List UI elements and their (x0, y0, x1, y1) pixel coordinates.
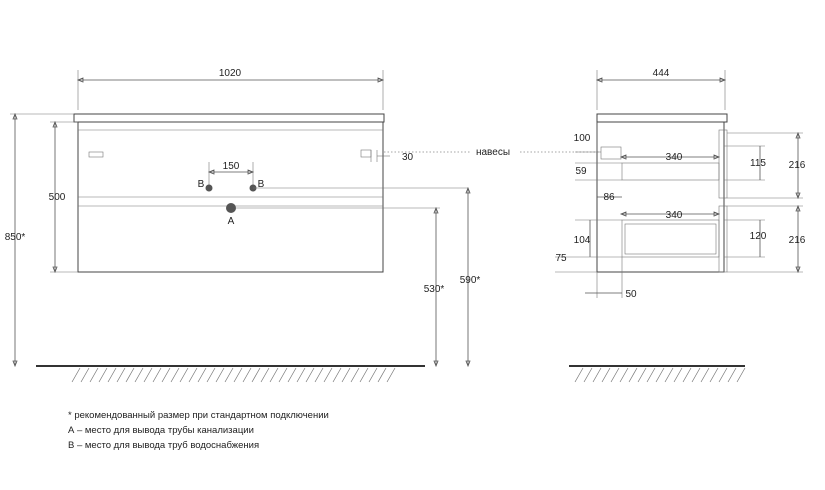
label-b-left: B (198, 179, 205, 190)
dim-115: 115 (750, 158, 766, 169)
hangers-label: навесы (476, 147, 510, 158)
dim-59: 59 (575, 166, 587, 177)
dim-50: 50 (625, 289, 637, 300)
dim-104: 104 (574, 235, 591, 246)
dim-86: 86 (603, 192, 615, 203)
dim-120: 120 (750, 231, 767, 242)
label-a: A (228, 216, 235, 227)
floor-hatch-front (71, 367, 396, 383)
dim-hanger-30: 30 (402, 152, 414, 163)
drain-outlet (226, 203, 236, 213)
floor-hatch-side (574, 367, 746, 383)
dim-width-1020: 1020 (219, 68, 242, 79)
dim-216-top: 216 (789, 160, 806, 171)
hanger-left (88, 151, 104, 158)
dim-75: 75 (555, 253, 567, 264)
note-water-b: В – место для вывода труб водоснабжения (68, 440, 259, 451)
dim-body-height-500: 500 (49, 192, 66, 203)
note-recommended: * рекомендованный размер при стандартном… (68, 410, 329, 421)
side-hanger (600, 146, 622, 160)
front-countertop (73, 113, 385, 123)
dim-pipe-spacing-150: 150 (223, 161, 240, 172)
dim-depth-444: 444 (653, 68, 670, 79)
dim-340-top: 340 (666, 152, 683, 163)
dim-100: 100 (574, 133, 591, 144)
side-view: 444 навесы 100 340 115 59 (384, 68, 806, 383)
dim-water-height-590: 590* (460, 275, 481, 286)
dim-340-bottom: 340 (666, 210, 683, 221)
dim-total-height-850: 850* (5, 232, 26, 243)
side-countertop (596, 113, 728, 123)
dim-216-bottom: 216 (789, 235, 806, 246)
legend: * рекомендованный размер при стандартном… (68, 410, 329, 451)
label-b-right: B (258, 179, 265, 190)
dim-drain-height-530: 530* (424, 284, 445, 295)
note-drain-a: А – место для вывода трубы канализации (68, 425, 254, 436)
front-view: 1020 30 150 B B A 50 (5, 68, 481, 383)
water-outlet-left (205, 184, 213, 192)
